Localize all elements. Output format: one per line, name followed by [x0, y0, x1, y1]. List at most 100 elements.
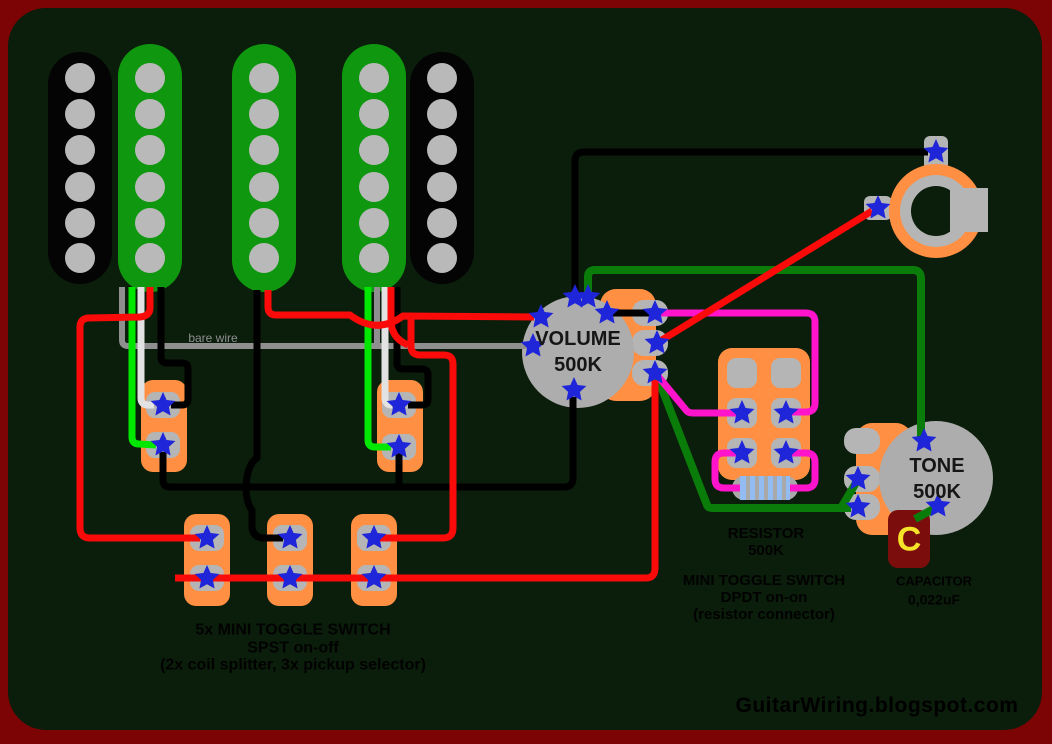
pole-piece: [65, 172, 95, 202]
pole-piece: [65, 208, 95, 238]
solder-point-star: [361, 565, 387, 589]
middle-single-coil: [232, 44, 296, 292]
pole-piece: [65, 99, 95, 129]
pole-piece: [135, 99, 165, 129]
dpdt-lug-top-left: [727, 358, 757, 388]
solder-point-star: [729, 400, 755, 424]
pole-piece: [359, 208, 389, 238]
wire-black-bridge-loop: [393, 287, 432, 409]
pole-piece: [359, 243, 389, 273]
pole-piece: [249, 99, 279, 129]
solder-point-star: [194, 525, 220, 549]
solder-points: [150, 139, 951, 589]
volume-pot-body: [522, 296, 634, 408]
pole-piece: [427, 99, 457, 129]
jack-hole: [911, 186, 961, 236]
pickup-pole-pieces: [65, 63, 457, 273]
pole-piece: [249, 208, 279, 238]
solder-point-star: [194, 565, 220, 589]
resistor-stripe: [773, 476, 777, 500]
wire-red-neck-to-selector1: [76, 287, 200, 542]
bridge-humbucker-green-coil: [342, 44, 406, 292]
solder-point-star: [575, 284, 601, 308]
wire-black-volume-to-jack: [571, 148, 928, 293]
wire-green-bridge: [364, 287, 391, 451]
solder-point-star: [925, 493, 951, 517]
wire-red-volume-to-jack: [655, 208, 874, 346]
wire-bare-bus: [119, 287, 531, 349]
pole-piece: [65, 243, 95, 273]
neck-humbucker-black-coil: [48, 52, 112, 284]
wire-black-ground-bus: [159, 397, 577, 491]
solder-point-star: [642, 300, 668, 324]
solder-point-star: [562, 284, 588, 308]
pole-piece: [427, 243, 457, 273]
wire-red-selector-bus: [175, 380, 659, 582]
pole-piece: [249, 172, 279, 202]
pole-piece: [359, 135, 389, 165]
pole-piece: [427, 63, 457, 93]
neck-humbucker-green-coil: [118, 44, 182, 292]
capacitor-body: [888, 510, 930, 568]
wire-dkgreen-volume-to-tone-lugs: [653, 374, 851, 512]
wire-black-middle-pickup: [242, 290, 283, 542]
pole-piece: [359, 172, 389, 202]
wire-magenta-volume-to-dpdt-right: [658, 309, 819, 416]
solder-point-star: [386, 392, 412, 416]
jack-sleeve: [950, 188, 988, 232]
pole-piece: [65, 135, 95, 165]
bridge-humbucker: [342, 44, 474, 292]
solder-point-star: [644, 330, 670, 354]
wire-black-neck-loop: [157, 287, 192, 409]
solder-point-star: [361, 525, 387, 549]
solder-point-star: [923, 139, 949, 163]
pole-piece: [359, 63, 389, 93]
pole-piece: [249, 63, 279, 93]
wire-white-bridge: [381, 287, 393, 409]
solder-point-star: [865, 195, 891, 219]
pole-piece: [427, 208, 457, 238]
tone-lug-1: [844, 428, 880, 454]
wire-red-bridge-hot: [387, 287, 410, 349]
solder-point-star: [277, 565, 303, 589]
wire-magenta-resistor-loop-right: [788, 449, 819, 492]
solder-point-star: [773, 440, 799, 464]
solder-point-star: [594, 300, 620, 324]
tone-pot: [844, 421, 993, 535]
resistor-stripe: [746, 476, 750, 500]
output-jack: [864, 136, 988, 258]
wires: [76, 148, 939, 582]
pole-piece: [249, 135, 279, 165]
pole-piece: [135, 63, 165, 93]
wire-magenta-volume-to-dpdt-left: [654, 372, 736, 417]
pole-piece: [359, 99, 389, 129]
pole-piece: [427, 135, 457, 165]
pole-piece: [427, 172, 457, 202]
pole-piece: [135, 135, 165, 165]
resistor-stripe: [755, 476, 759, 500]
solder-point-star: [150, 432, 176, 456]
wire-magenta-resistor-loop-left: [711, 449, 742, 492]
pole-piece: [135, 243, 165, 273]
solder-point-star: [277, 525, 303, 549]
middle-pickup-coil: [232, 44, 296, 292]
pole-piece: [135, 208, 165, 238]
solder-point-star: [773, 400, 799, 424]
wire-white-neck: [137, 287, 154, 409]
solder-point-star: [642, 360, 668, 384]
solder-point-star: [911, 428, 937, 452]
solder-point-star: [528, 304, 554, 328]
solder-point-star: [520, 333, 546, 357]
resistor-stripe: [782, 476, 786, 500]
solder-point-star: [845, 466, 871, 490]
wire-green-neck: [128, 287, 157, 449]
solder-point-star: [561, 377, 587, 401]
wire-red-selector3-riser: [374, 314, 457, 542]
resistor-stripe: [764, 476, 768, 500]
solder-point-star: [386, 434, 412, 458]
pole-piece: [65, 63, 95, 93]
pole-piece: [135, 172, 165, 202]
solder-point-star: [729, 440, 755, 464]
solder-point-star: [150, 392, 176, 416]
